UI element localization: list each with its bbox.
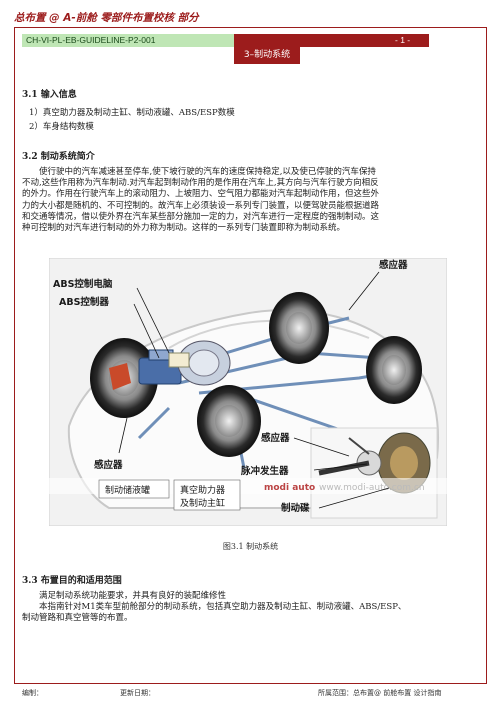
fluid-reservoir [168, 352, 190, 368]
frame-left [14, 27, 15, 683]
paragraph-line: 的外力。作用在行驶汽车上的滚动阻力、上坡阻力、空气阻力都能对汽车起制动作用，但这… [22, 189, 380, 200]
paragraph-line: 和交通等情况，借以使外界在汽车某些部分施加一定的力，对汽车进行一定程度的强制制动… [22, 211, 380, 222]
wheel-rear-left [269, 292, 329, 364]
label-booster-line-1: 真空助力器 [180, 484, 225, 496]
brake-system-illustration: www.modi-auto.com.cn modi auto ABS控制电脑 A… [48, 257, 448, 527]
watermark-logo: modi auto [264, 483, 315, 493]
heading-3-2: 3.2 制动系统简介 [22, 152, 95, 162]
paragraph-line: 不动,这些作用称为汽车制动.对汽车起到制动作用的是作用在汽车上,其方向与汽车行驶… [22, 178, 379, 189]
document-code: CH-VI-PL-EB-GUIDELINE-P2-001 [26, 35, 156, 45]
watermark: www.modi-auto.com.cn [319, 483, 425, 493]
footer-compiled-by: 编制： [22, 689, 43, 697]
heading-3-3: 3.3 布置目的和适用范围 [22, 576, 122, 586]
page-number: - 1 - [395, 35, 411, 45]
footer-updated: 更新日期： [120, 689, 155, 697]
wheel-rear-right [366, 336, 422, 404]
input-item-2: 2）车身结构数模 [29, 122, 94, 132]
section-tab: 3–制动系统 [234, 47, 300, 64]
header-rule [14, 27, 487, 28]
label-sensor-top: 感应器 [379, 259, 408, 271]
paragraph-line: 本指南针对M1类车型前舱部分的制动系统，包括真空助力器及制动主缸、制动液罐、AB… [39, 602, 407, 613]
header-band-code-area [22, 34, 234, 47]
paragraph-line: 种可控制的对汽车进行制动的外力称为制动。这样的一系列专门装置即称为制动系统。 [22, 223, 346, 234]
label-booster-line-2: 及制动主缸 [180, 497, 225, 509]
heading-3-1: 3.1 输入信息 [22, 90, 77, 100]
label-pulse-generator: 脉冲发生器 [240, 465, 289, 477]
paragraph-line: 力的大小都是随机的、不可控制的。故汽车上必须装设一系列专门装置，以便驾驶员能根据… [22, 200, 380, 211]
footer-scope: 所属范围：总布置@ 前舱布置 设计指南 [318, 689, 442, 697]
label-reservoir: 制动储液罐 [105, 484, 150, 496]
label-sensor-mid: 感应器 [261, 432, 290, 444]
label-abs-ecu: ABS控制电脑 [53, 278, 113, 290]
input-item-1: 1）真空助力器及制动主缸、制动液罐、ABS/ESP数模 [29, 108, 235, 118]
label-sensor-left: 感应器 [94, 459, 123, 471]
scope-paragraph: 满足制动系统功能要求，并具有良好的装配维修性 本指南针对M1类车型前舱部分的制动… [22, 591, 484, 625]
paragraph-line: 满足制动系统功能要求，并具有良好的装配维修性 [39, 591, 227, 601]
figure-caption: 图3.1 制动系统 [222, 542, 279, 551]
document-title: 总布置 @ A-前舱 零部件布置校核 部分 [14, 12, 199, 24]
frame-right [486, 27, 487, 683]
label-abs-controller: ABS控制器 [59, 296, 109, 308]
paragraph-line: 使行驶中的汽车减速甚至停车,使下坡行驶的汽车的速度保持稳定,以及使已停驶的汽车保… [39, 167, 376, 177]
intro-paragraph: 使行驶中的汽车减速甚至停车,使下坡行驶的汽车的速度保持稳定,以及使已停驶的汽车保… [22, 167, 484, 234]
wheel-front-right [197, 385, 261, 457]
paragraph-line: 制动管路和真空管等的布置。 [22, 613, 133, 624]
brake-system-figure: www.modi-auto.com.cn modi auto ABS控制电脑 A… [48, 257, 448, 527]
label-brake-disc: 制动碟 [281, 502, 310, 514]
footer-rule [14, 683, 487, 684]
